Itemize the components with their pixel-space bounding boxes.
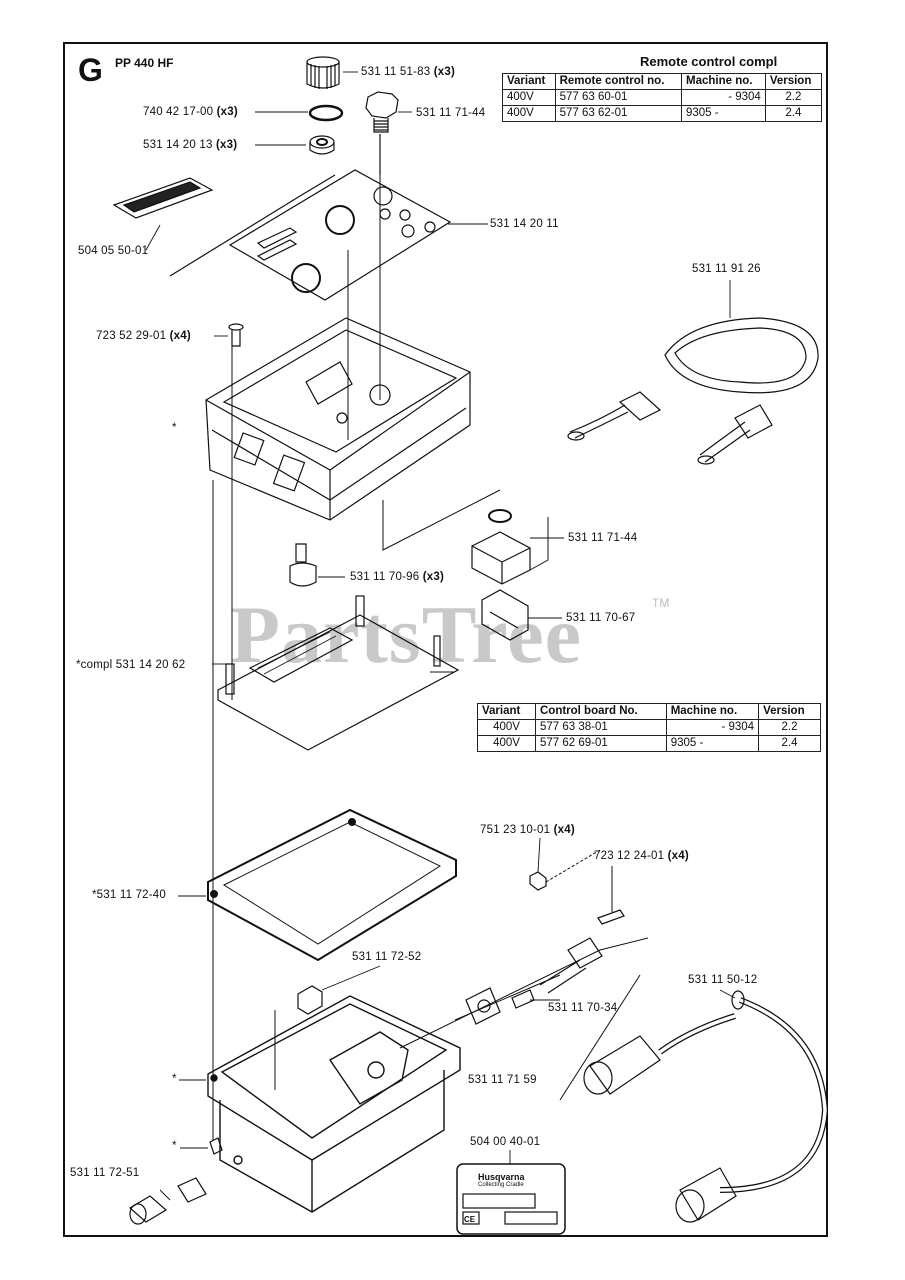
label-decal: 504 05 50-01: [78, 245, 149, 257]
label-gasket: *531 11 72-40: [92, 889, 167, 901]
cell-remote-no: 577 63 60-01: [554, 89, 683, 106]
connector-part: [511, 937, 603, 1009]
control-board-table: Variant Control board No. Machine no. Ve…: [477, 703, 821, 752]
col-version: Version: [764, 73, 823, 90]
cell-machine-no: 9305 -: [665, 735, 760, 752]
screw-conn-part: [597, 866, 625, 925]
plate-subtitle: Collecting Cradle: [478, 1182, 524, 1188]
screw-top-part: [228, 323, 244, 347]
cell-variant: 400V: [477, 735, 536, 752]
label-knob: 531 11 51-83 (x3): [361, 66, 455, 78]
label-cover: 531 11 71 59: [468, 1074, 537, 1086]
oring-part: [308, 104, 344, 122]
cable-part: [583, 990, 829, 1223]
label-compl: *compl 531 14 20 62: [76, 659, 186, 671]
col-version: Version: [758, 703, 821, 720]
label-screw-conn: 723 12 24-01 (x4): [594, 850, 689, 862]
label-star-1: *: [172, 422, 177, 434]
watermark: PartsTree: [230, 589, 583, 680]
cell-machine-no: - 9304: [681, 89, 766, 106]
clamp-part: [274, 985, 323, 1090]
table-header-row: Variant Control board No. Machine no. Ve…: [477, 703, 821, 720]
label-grommet: 531 14 20 13 (x3): [143, 139, 238, 151]
cell-variant: 400V: [502, 89, 556, 106]
cell-version: 2.4: [764, 105, 823, 122]
leader-lines: [145, 71, 736, 1201]
plate-logo: Husqvarna: [478, 1172, 525, 1182]
col-machine-no: Machine no.: [681, 73, 766, 90]
col-variant: Variant: [477, 703, 536, 720]
strap-part: [567, 317, 819, 465]
overlay-part: [169, 169, 452, 301]
label-clip: 531 11 70-67: [566, 612, 636, 624]
clip-part: [481, 589, 529, 641]
label-strap: 531 11 91 26: [692, 263, 761, 275]
diagram-frame: [63, 42, 828, 1237]
cell-variant: 400V: [477, 719, 536, 736]
label-clamp: 531 11 72-52: [352, 951, 422, 963]
label-plug-top: 531 11 71-44: [416, 107, 486, 119]
label-nut: 751 23 10-01 (x4): [480, 824, 575, 836]
cell-version: 2.2: [758, 719, 821, 736]
control-board-part: [217, 595, 460, 751]
bottom-housing-part: [207, 995, 461, 1213]
cell-board-no: 577 63 38-01: [534, 719, 667, 736]
cover-part: [399, 937, 649, 1101]
cell-variant: 400V: [502, 105, 556, 122]
remote-control-table: Variant Remote control no. Machine no. V…: [502, 73, 823, 122]
label-switch: 531 11 71-44: [568, 532, 638, 544]
cell-remote-no: 577 63 62-01: [554, 105, 683, 122]
cell-machine-no: 9305 -: [681, 105, 766, 122]
cell-version: 2.4: [758, 735, 821, 752]
decal-part: [112, 177, 214, 219]
cell-version: 2.2: [764, 89, 823, 106]
cell-machine-no: - 9304: [665, 719, 760, 736]
switch-part: [471, 509, 549, 585]
model-name: PP 440 HF: [115, 56, 174, 70]
col-machine-no: Machine no.: [665, 703, 760, 720]
spacer-part: [289, 543, 317, 587]
label-plug-bottom: 531 11 72-51: [70, 1167, 140, 1179]
plug-bottom-part: [128, 1137, 223, 1225]
label-oring: 740 42 17-00 (x3): [143, 106, 238, 118]
col-remote-control-no: Remote control no.: [554, 73, 683, 90]
table-row: 400V 577 63 60-01 - 9304 2.2: [502, 89, 823, 106]
col-variant: Variant: [502, 73, 556, 90]
label-connector: 531 11 70-34: [548, 1002, 618, 1014]
label-screw-top: 723 52 29-01 (x4): [96, 330, 191, 342]
col-control-board-no: Control board No.: [534, 703, 667, 720]
plate-ce-mark: CE: [464, 1215, 476, 1224]
table-row: 400V 577 62 69-01 9305 - 2.4: [477, 735, 821, 752]
plug-top-part: [365, 91, 399, 175]
label-overlay: 531 14 20 11: [490, 218, 559, 230]
label-cable: 531 11 50-12: [688, 974, 758, 986]
gasket-part: [207, 808, 457, 962]
knob-part: [306, 56, 340, 89]
label-star-2: *: [172, 1073, 177, 1085]
table-row: 400V 577 63 38-01 - 9304 2.2: [477, 719, 821, 736]
section-letter: G: [78, 52, 103, 88]
plate-part: [456, 1163, 566, 1235]
top-housing-part: [205, 317, 471, 521]
label-spacer: 531 11 70-96 (x3): [350, 571, 444, 583]
label-plate: 504 00 40-01: [470, 1136, 541, 1148]
nut-part: [529, 849, 601, 891]
trademark-mark: TM: [652, 596, 670, 610]
cell-board-no: 577 62 69-01: [534, 735, 667, 752]
page-title: Remote control compl: [640, 54, 778, 69]
table-row: 400V 577 63 62-01 9305 - 2.4: [502, 105, 823, 122]
label-star-3: *: [172, 1140, 177, 1152]
table-header-row: Variant Remote control no. Machine no. V…: [502, 73, 823, 90]
grommet-part: [309, 135, 335, 155]
